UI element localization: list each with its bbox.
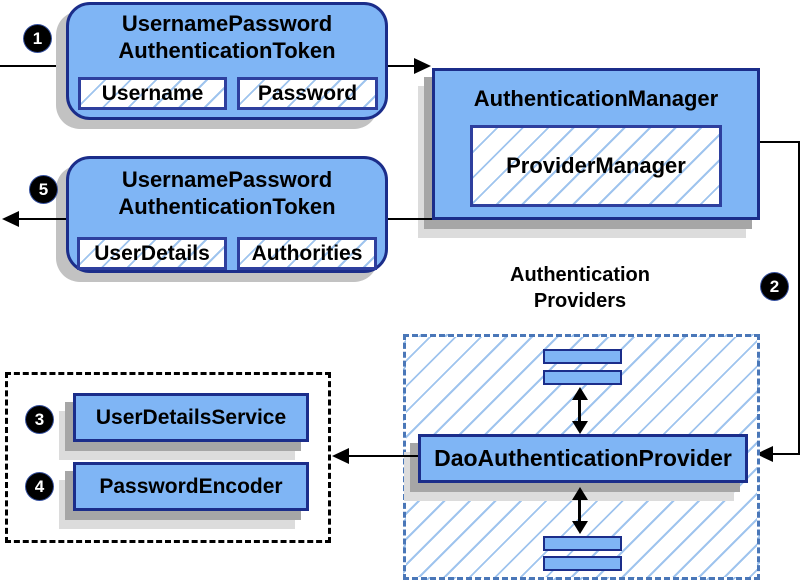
arrowhead-down-icon (572, 521, 588, 534)
password-field-label: Password (257, 81, 358, 105)
request-token-title-line1: UsernamePassword (121, 11, 333, 36)
authorities-field-label: Authorities (251, 241, 363, 265)
dao-authentication-provider-node: DaoAuthenticationProvider (418, 434, 748, 483)
request-token-node: UsernamePassword AuthenticationToken Use… (66, 2, 388, 120)
arrowhead-left-icon (756, 446, 773, 462)
connector-step2-vertical (798, 141, 800, 455)
double-arrow-icon (572, 387, 588, 434)
arrowhead-up-icon (572, 387, 588, 400)
dependencies-container (5, 372, 331, 543)
authentication-providers-label-line1: Authentication (510, 264, 650, 286)
connector-step5-out (16, 218, 66, 220)
authentication-manager-title: AuthenticationManager (473, 86, 719, 111)
double-arrow-icon (572, 487, 588, 534)
provider-manager-node: ProviderManager (470, 125, 722, 207)
userdetails-field: UserDetails (77, 237, 227, 270)
double-arrow-shaft (578, 497, 581, 524)
password-encoder-label: PasswordEncoder (99, 474, 283, 498)
response-token-title-line2: AuthenticationToken (118, 194, 336, 219)
authentication-manager-node: AuthenticationManager ProviderManager (432, 68, 760, 220)
connector-request-to-manager (388, 65, 416, 67)
step-2-badge: 2 (761, 273, 788, 300)
provider-stack-bar (543, 536, 622, 551)
step-4-badge: 4 (26, 473, 53, 500)
authorities-field: Authorities (237, 237, 377, 270)
arrowhead-up-icon (572, 487, 588, 500)
arrowhead-down-icon (572, 421, 588, 434)
provider-stack-bar (543, 349, 622, 364)
step-3-badge: 3 (26, 406, 53, 433)
arrowhead-left-icon (332, 448, 349, 464)
double-arrow-shaft (578, 397, 581, 424)
authentication-providers-label: Authentication Providers (430, 262, 730, 314)
connector-step2-bottom (772, 453, 800, 455)
password-encoder-node: PasswordEncoder (73, 462, 309, 511)
connector-step1-in (0, 65, 66, 67)
provider-manager-label: ProviderManager (506, 153, 686, 178)
step-1-badge: 1 (24, 25, 51, 52)
dao-authentication-provider-label: DaoAuthenticationProvider (434, 445, 732, 471)
connector-manager-to-response (388, 218, 432, 220)
arrowhead-left-icon (2, 211, 19, 227)
user-details-service-node: UserDetailsService (73, 393, 309, 442)
user-details-service-label: UserDetailsService (95, 405, 287, 429)
password-field: Password (237, 77, 378, 110)
connector-step2-top (760, 141, 800, 143)
arrowhead-right-icon (414, 58, 431, 74)
userdetails-field-label: UserDetails (94, 241, 210, 265)
step-5-badge: 5 (30, 176, 57, 203)
connector-dao-to-dependencies (348, 455, 418, 457)
username-field-label: Username (101, 81, 204, 105)
provider-stack-bar (543, 556, 622, 571)
request-token-title: UsernamePassword AuthenticationToken (69, 10, 385, 64)
request-token-title-line2: AuthenticationToken (118, 38, 336, 63)
authentication-providers-label-line2: Providers (533, 290, 627, 312)
username-field: Username (78, 77, 227, 110)
provider-stack-bar (543, 370, 622, 385)
response-token-node: UsernamePassword AuthenticationToken Use… (66, 156, 388, 273)
response-token-title: UsernamePassword AuthenticationToken (69, 166, 385, 220)
response-token-title-line1: UsernamePassword (121, 167, 333, 192)
